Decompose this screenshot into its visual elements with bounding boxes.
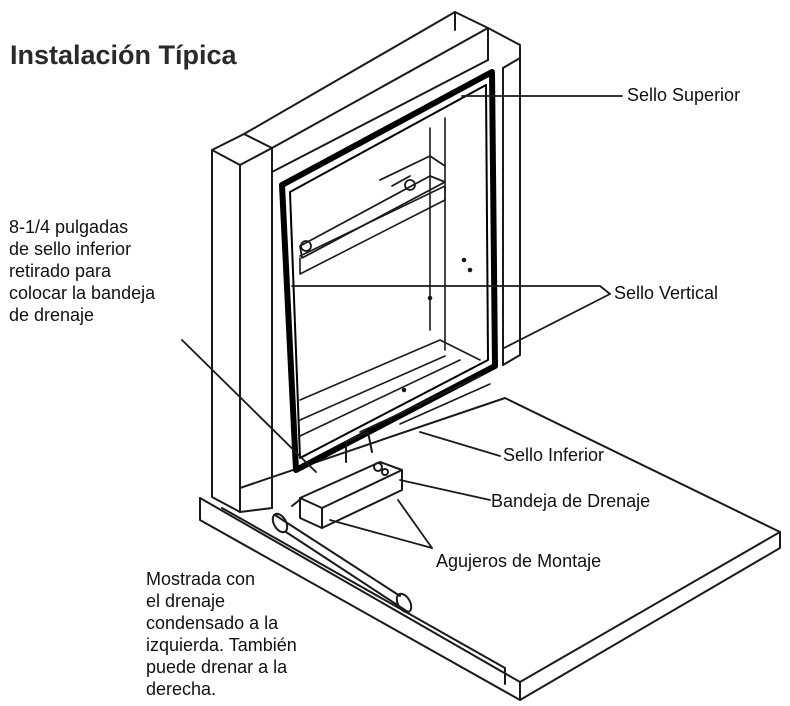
leader-vertical-seal-left xyxy=(291,285,611,295)
leader-removed-seal xyxy=(181,339,317,473)
drain-pan xyxy=(299,431,403,529)
callout-lines xyxy=(181,95,623,549)
left-post xyxy=(211,133,273,513)
right-post xyxy=(487,27,521,366)
label-top-seal: Sello Superior xyxy=(627,85,741,105)
label-mounting-holes: Agujeros de Montaje xyxy=(436,551,602,571)
note-removed-seal: 8-1/4 pulgadas de sello inferior retirad… xyxy=(9,216,155,326)
note-line: condensado a la xyxy=(146,613,279,633)
seal-gasket xyxy=(279,69,498,473)
note-line: el drenaje xyxy=(146,591,226,611)
note-line: puede drenar a la xyxy=(146,657,288,677)
leader-vertical-seal-right xyxy=(503,293,611,349)
leader-hole-2 xyxy=(397,499,433,549)
leader-bottom-seal xyxy=(419,431,501,457)
label-vertical-seal: Sello Vertical xyxy=(614,283,719,303)
note-line: izquierda. También xyxy=(146,635,297,655)
base-platform xyxy=(199,397,781,701)
label-bottom-seal: Sello Inferior xyxy=(503,445,605,465)
note-line: derecha. xyxy=(146,679,217,699)
page-title: Instalación Típica xyxy=(10,40,237,70)
lower-opening xyxy=(299,257,491,437)
note-line: 8-1/4 pulgadas xyxy=(9,217,129,237)
drain-pipe xyxy=(271,497,413,614)
note-line: de drenaje xyxy=(9,305,95,325)
note-line: de sello inferior xyxy=(9,239,132,259)
leader-hole-1 xyxy=(329,519,433,549)
note-drain-side: Mostrada con el drenaje condensado a la … xyxy=(146,568,297,700)
note-line: Mostrada con xyxy=(146,569,256,589)
label-drain-pan: Bandeja de Drenaje xyxy=(491,491,651,511)
note-line: colocar la bandeja xyxy=(9,283,156,303)
upper-bracket xyxy=(299,155,446,259)
leader-drain-pan xyxy=(399,479,491,501)
cabinet-interior xyxy=(299,117,481,421)
top-beam xyxy=(243,11,489,173)
note-line: retirado para xyxy=(9,261,112,281)
